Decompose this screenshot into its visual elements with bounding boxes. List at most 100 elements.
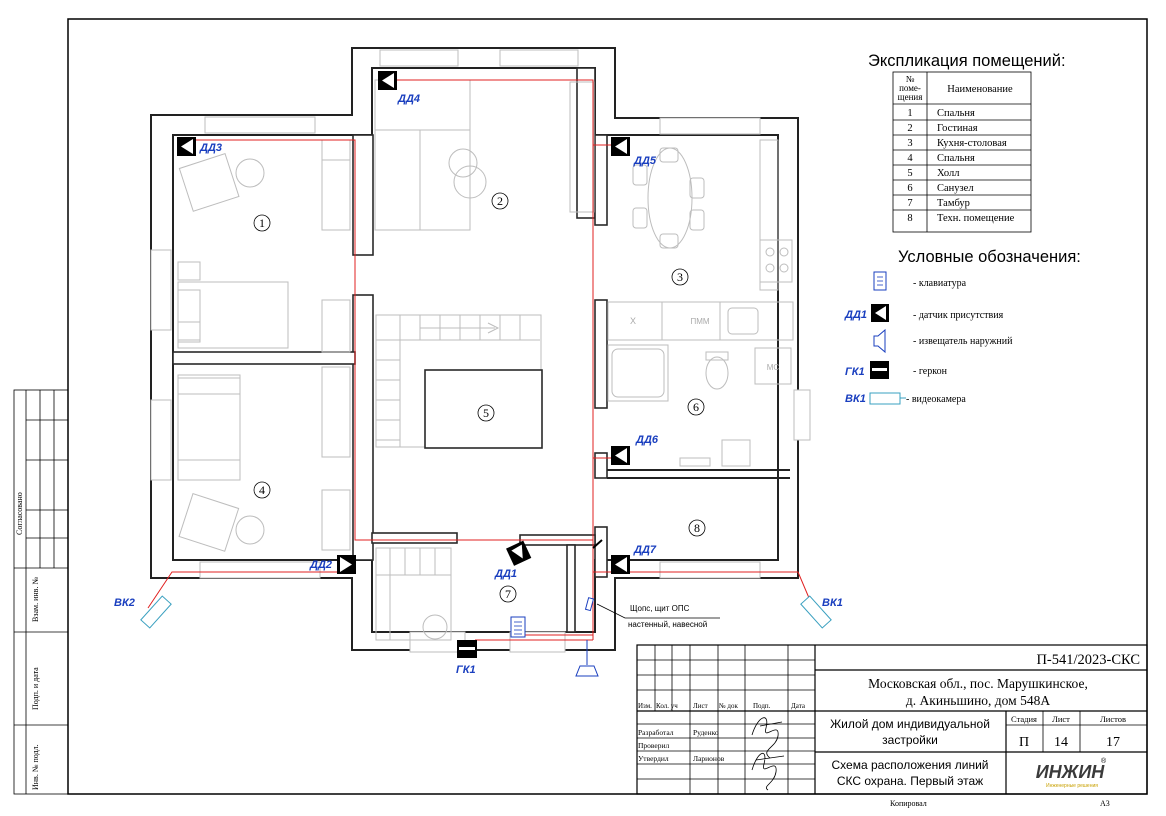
legend-presence-code: ДД1 [844,309,867,321]
svg-text:ДД4: ДД4 [397,93,420,105]
object-line-1: Жилой дом индивидуальной [830,717,990,731]
company-logo: ИНЖИН [1036,762,1106,782]
floor-plan: X ПММ МС [114,47,843,677]
room-2-number: 2 [491,192,509,210]
explication-row-num: 6 [907,183,912,194]
stage-value: П [1019,735,1029,750]
explication-row-name: Спальня [937,108,975,119]
sensor-dd3: ДД3 [177,137,222,156]
kitchen-furniture: X ПММ [607,139,794,341]
sign-date-label: Подп. и дата [31,667,40,710]
legend-keypad: - клавиатура [873,271,967,291]
vestibule-furniture [375,547,452,641]
legend-keypad-text: - клавиатура [913,278,967,289]
explication-row-name: Кухня-столовая [937,138,1007,149]
presence-sensors: ДД3 ДД4 ДД5 ДД6 ДД7 [177,71,659,580]
svg-text:ДД5: ДД5 [633,155,657,167]
company-logo-sub: Инженерные решения [1046,783,1098,789]
svg-text:ДД7: ДД7 [633,544,657,556]
col-doc: № док [719,702,738,710]
bathroom-furniture: МС [607,344,792,467]
inv-replace-label: Взам. инв. № [31,577,40,622]
sheet-value: 14 [1054,735,1068,750]
role-checker: Проверил [638,741,670,750]
agreed-label: Согласовано [15,492,24,535]
explication-row-name: Техн. помещение [937,213,1015,224]
svg-text:7: 7 [505,587,511,601]
sheets-value: 17 [1106,735,1120,750]
name-developer: Руденко [693,728,719,737]
explication-row-name: Санузел [937,183,974,194]
legend-sounder: - извещатель наружний [873,328,1013,354]
svg-text:3: 3 [677,270,683,284]
sink-mark: X [630,316,636,326]
svg-text:8: 8 [694,521,700,535]
sensor-dd6: ДД6 [611,434,659,465]
svg-text:1: 1 [259,216,265,230]
explication-row-name: Спальня [937,153,975,164]
svg-text:6: 6 [693,400,699,414]
drawing-line-2: СКС охрана. Первый этаж [837,774,983,788]
col-sign: Подп. [753,702,771,710]
name-approver: Ларионов [693,754,725,763]
legend-presence-text: - датчик присутствия [913,310,1004,321]
dishwasher-label: ПММ [690,317,709,326]
col-kol: Кол. уч [656,702,678,710]
role-approver: Утвердил [638,754,669,763]
camera-vk2: ВК2 [114,595,172,629]
explication-row-num: 4 [907,153,913,164]
explication-row-num: 8 [907,213,912,224]
explication-row-name: Холл [937,168,960,179]
side-stamp: Согласовано Взам. инв. № Подп. и дата Ин… [13,389,69,795]
explication-row-num: 3 [907,138,912,149]
inv-orig-label: Инв. № подл. [31,744,40,790]
keypad-icon [510,616,526,638]
panel-note-1: Щопс, щит ОПС [630,604,690,613]
explication-row-name: Тамбур [937,198,970,209]
col-stage-label: Стадия [1011,714,1037,724]
drawing-line-1: Схема расположения линий [832,758,989,772]
header-num-3: щения [898,92,923,102]
svg-text:ДД3: ДД3 [199,142,222,154]
svg-text:ГК1: ГК1 [456,664,476,676]
room-4-furniture [177,366,351,552]
sensor-dd5: ДД5 [611,137,657,167]
legend-camera: ВК1 - видеокамера [845,392,966,405]
outdoor-sounder-icon [575,640,599,677]
header-num-2: поме- [899,83,921,93]
legend-camera-text: - видеокамера [906,394,966,405]
address-line-2: д. Акиньшино, дом 548А [906,693,1050,708]
room-1-number: 1 [253,214,271,232]
room-4-number: 4 [253,481,271,499]
explication-table: Экспликация помещений: № поме- щения Наи… [868,52,1066,233]
svg-text:4: 4 [259,483,265,497]
walls [150,47,811,653]
col-list: Лист [693,702,708,710]
signature-developer [751,717,783,759]
explication-title: Экспликация помещений: [868,52,1066,70]
explication-row-name: Гостиная [937,123,978,134]
col-sheets-label: Листов [1100,714,1126,724]
svg-text:ДД1: ДД1 [494,568,517,580]
legend-reed: ГК1 - геркон [845,361,948,379]
company-logo-registered: ® [1101,757,1107,765]
washer-label: МС [767,363,780,372]
col-izm: Изм. [638,702,652,710]
header-num-1: № [906,74,915,84]
cable-lines [147,79,813,641]
svg-text:5: 5 [483,406,489,420]
panel-note-2: настенный, навесной [628,620,707,629]
svg-text:ВК1: ВК1 [822,597,843,609]
room-7-number: 7 [499,585,517,603]
panel-icon: Щопс, щит ОПС настенный, навесной [584,597,720,629]
header-name: Наименование [947,84,1013,95]
legend-title: Условные обозначения: [898,248,1081,266]
room-3-number: 3 [671,268,689,286]
object-line-2: застройки [882,733,938,747]
title-block: Изм. Кол. уч Лист № док Подп. Дата Разра… [636,644,1148,795]
address-line-1: Московская обл., пос. Марушкинское, [868,676,1088,691]
format-label: А3 [1100,799,1110,808]
svg-text:2: 2 [497,194,503,208]
room-8-number: 8 [688,519,706,537]
